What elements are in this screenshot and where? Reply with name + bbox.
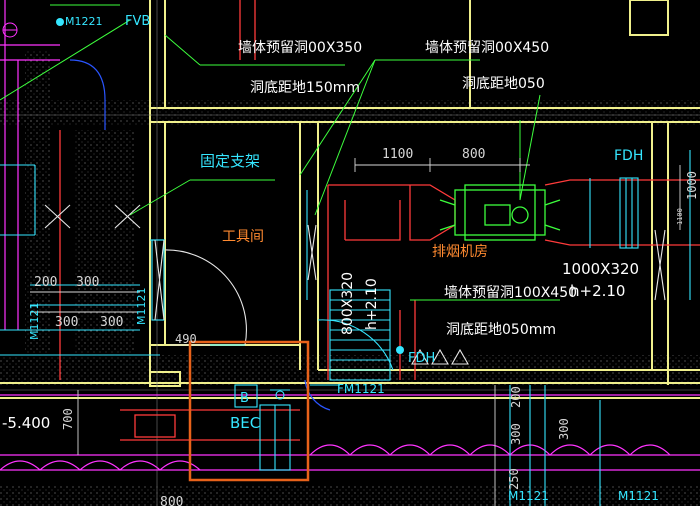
selection-highlight-box[interactable] bbox=[188, 340, 310, 482]
tool-room-label: 工具间 bbox=[222, 229, 264, 245]
wall-hatch bbox=[0, 50, 700, 506]
dim-1100: 1100 bbox=[382, 147, 413, 162]
m1121-vertical-label: M1121 bbox=[135, 288, 148, 326]
markers bbox=[2, 18, 404, 354]
m1121-bottom-a: M1121 bbox=[508, 489, 549, 503]
smoke-exhaust-fan bbox=[439, 184, 561, 241]
fixed-support-label: 固定支架 bbox=[200, 152, 260, 170]
dimension-lines bbox=[30, 158, 681, 506]
bec-label: BEC bbox=[230, 414, 260, 432]
dim-1100-vertical: 1100 bbox=[676, 208, 684, 225]
dim-800-bottom: 800 bbox=[160, 495, 183, 506]
duct-size-mid: 800X320 bbox=[340, 272, 356, 335]
dim-300-mid-b: 300 bbox=[100, 315, 123, 330]
hole-bottom-label-c: 洞底距地050mm bbox=[446, 322, 556, 338]
wall-hole-label-a: 墙体预留洞00X350 bbox=[238, 40, 362, 56]
hole-bottom-label-b: 洞底距地050 bbox=[462, 76, 545, 92]
dim-800: 800 bbox=[462, 147, 485, 162]
dim-200-right: 200 bbox=[509, 386, 523, 408]
column-crosses bbox=[44, 204, 666, 321]
hole-bottom-label-a: 洞底距地150mm bbox=[250, 80, 360, 96]
fdh-label: FDH bbox=[614, 148, 643, 164]
fvb-label: FVB bbox=[125, 14, 150, 29]
b-tag-label: B bbox=[240, 391, 249, 406]
magenta-pipes bbox=[0, 0, 700, 471]
dim-300-right-a: 300 bbox=[509, 423, 523, 445]
dim-300-right-b: 300 bbox=[557, 418, 571, 440]
blue-lines bbox=[69, 59, 331, 411]
dim-1000-vertical: 1000 bbox=[685, 171, 699, 200]
level-label: -5.400 bbox=[2, 414, 50, 432]
red-ducts bbox=[59, 0, 700, 441]
duct-size-right: 1000X320 bbox=[562, 260, 639, 278]
fdh-label-lower: FDH bbox=[408, 351, 435, 366]
dim-250-right: 250 bbox=[507, 468, 521, 490]
m1221-label: M1221 bbox=[65, 15, 103, 28]
dim-300-left: 300 bbox=[76, 275, 99, 290]
leader-lines bbox=[0, 4, 560, 301]
m1121-left-label: M1121 bbox=[28, 303, 41, 341]
fan-room-label: 排烟机房 bbox=[432, 244, 488, 260]
fm1121-label: FM1121 bbox=[337, 382, 385, 396]
wall-hole-label-b: 墙体预留洞00X450 bbox=[425, 40, 549, 56]
dim-300-mid-a: 300 bbox=[55, 315, 78, 330]
wall-hole-label-c: 墙体预留洞100X450 bbox=[444, 285, 577, 301]
duct-height-right: h+2.10 bbox=[570, 282, 625, 300]
cyan-elements bbox=[0, 150, 691, 506]
duct-height-mid: h+2.10 bbox=[364, 278, 380, 330]
dim-200-left: 200 bbox=[34, 275, 57, 290]
m1121-bottom-b: M1121 bbox=[618, 489, 659, 503]
dim-490: 490 bbox=[175, 332, 197, 346]
dim-700: 700 bbox=[61, 408, 75, 430]
